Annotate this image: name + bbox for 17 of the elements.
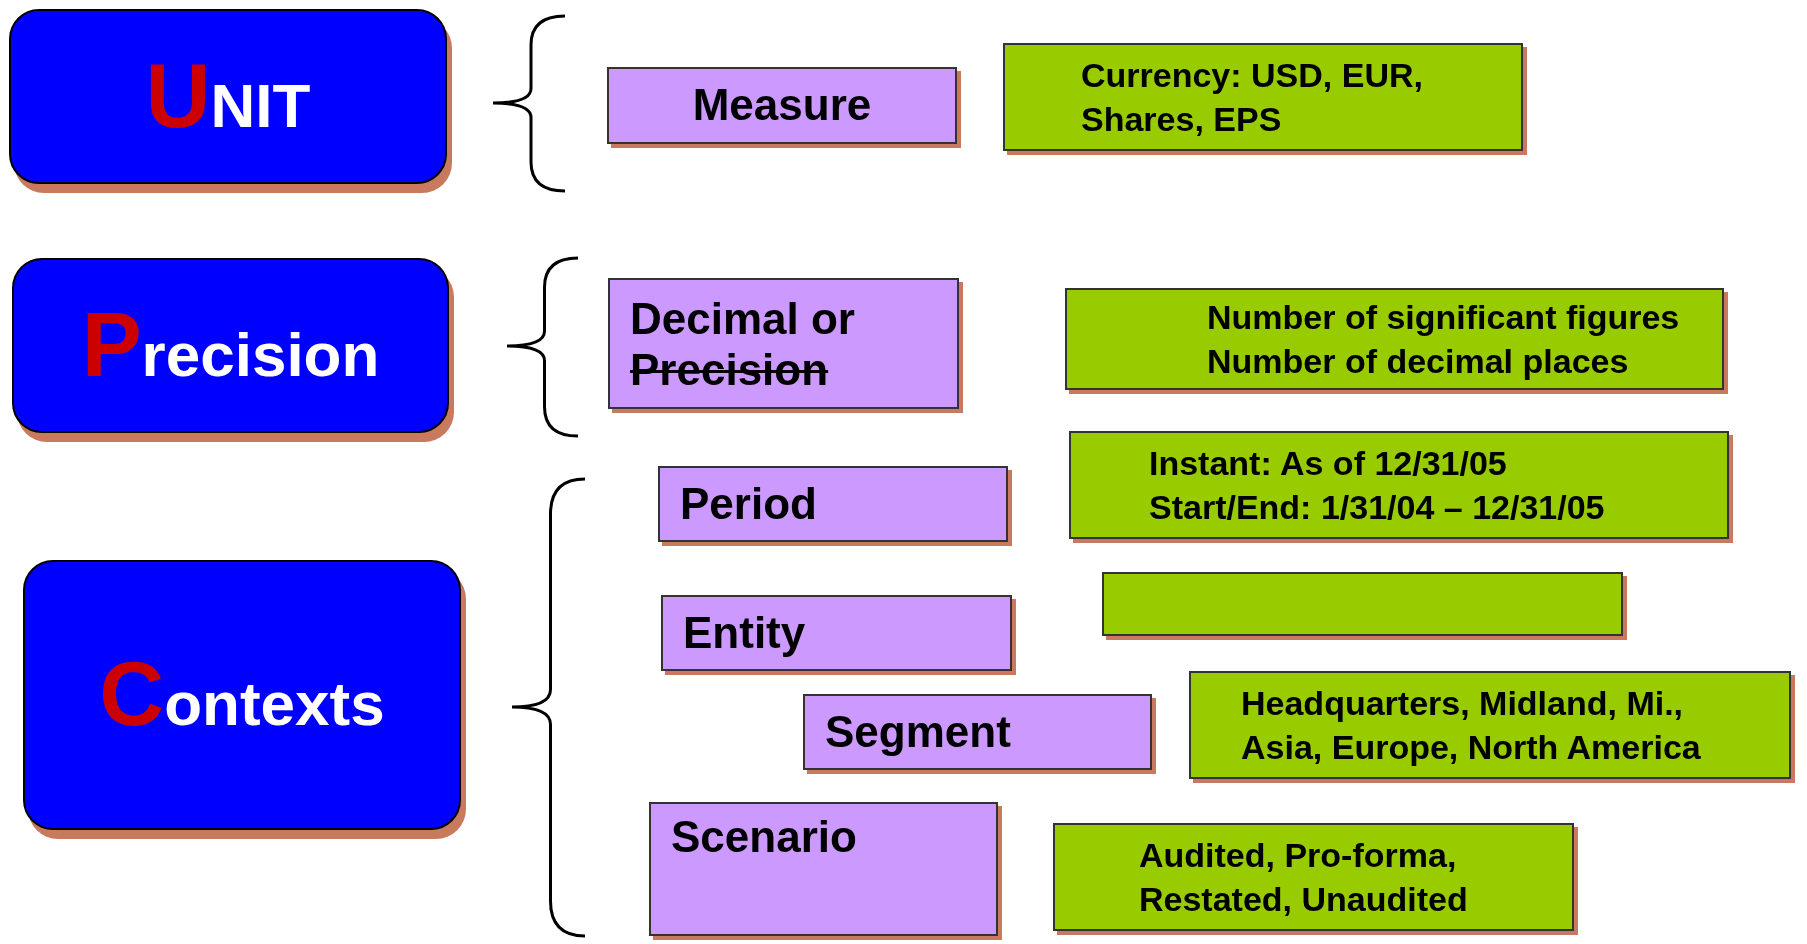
example-text: Instant: As of 12/31/05 <box>1149 442 1508 484</box>
example-text: Start/End: 1/31/04 – 12/31/05 <box>1149 487 1606 528</box>
attribute-label: Entity <box>683 607 807 659</box>
category-title: UNIT <box>145 44 311 148</box>
category-title: Contexts <box>99 643 385 747</box>
attribute-label: Segment <box>825 706 1012 758</box>
example-text: Headquarters, Midland, Mi., Asia, Europe, North America <box>1241 682 1702 768</box>
attribute-label: Decimal or <box>630 294 856 345</box>
example-text: Number of decimal places <box>1207 341 1630 382</box>
category-title: Precision <box>81 293 380 397</box>
example-text: Currency: USD, EUR, Shares, EPS <box>1081 54 1424 140</box>
attribute-label: Measure <box>692 80 872 131</box>
attribute-label: Period <box>680 478 818 530</box>
attribute-label: Precision <box>630 344 829 396</box>
example-text: Audited, Pro-forma, Restated, Unaudited <box>1139 834 1469 920</box>
attribute-label: Scenario <box>671 812 858 863</box>
example-text: Number of significant figures <box>1207 296 1681 338</box>
